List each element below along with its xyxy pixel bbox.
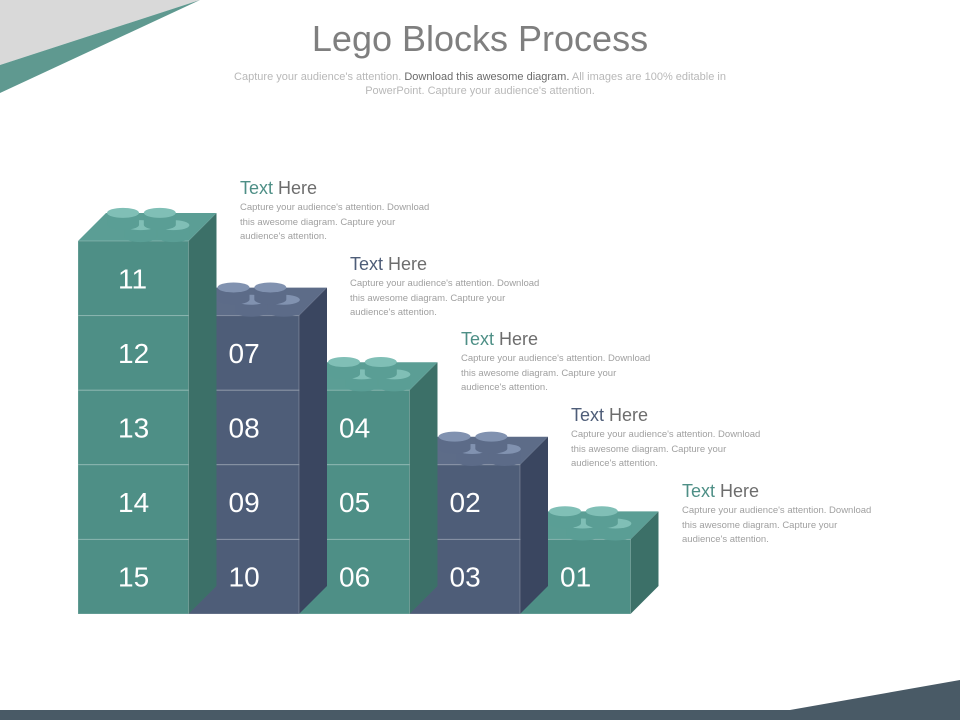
text-note-1: Text Here Capture your audience's attent… xyxy=(240,177,440,245)
subtitle-strong: Download this awesome diagram. xyxy=(404,71,570,83)
stud-top xyxy=(254,282,287,293)
block-number: 05 xyxy=(339,487,370,518)
note-heading: Text Here xyxy=(682,481,760,501)
block xyxy=(77,464,189,540)
corner-decoration xyxy=(0,0,200,93)
stud-top xyxy=(217,282,250,293)
column-side xyxy=(299,287,327,614)
block-number: 03 xyxy=(450,562,481,593)
block-number: 02 xyxy=(450,487,481,518)
stud-top xyxy=(364,357,397,368)
note-heading: Text Here xyxy=(240,178,318,198)
stud-top xyxy=(143,207,176,218)
subtitle-end: All images are 100% editable in PowerPoi… xyxy=(365,71,726,97)
stud-top xyxy=(107,207,140,218)
block-number: 04 xyxy=(339,413,370,444)
note-heading: Text Here xyxy=(461,329,539,349)
block xyxy=(77,240,189,317)
note-heading: Text Here xyxy=(350,254,428,274)
note-body: Capture your audience's attention. Downl… xyxy=(240,202,430,242)
page-title: Lego Blocks Process xyxy=(311,18,649,59)
note-body: Capture your audience's attention. Downl… xyxy=(682,505,872,545)
stud-top xyxy=(475,431,508,442)
block-number: 01 xyxy=(560,562,591,593)
text-note-4: Text Here Capture your audience's attent… xyxy=(571,404,771,472)
block-number: 09 xyxy=(229,487,260,518)
block xyxy=(77,538,189,615)
block-number: 15 xyxy=(118,562,149,593)
block-number: 12 xyxy=(118,338,149,369)
footer-decoration xyxy=(0,680,960,720)
column-side xyxy=(520,436,548,614)
column-side xyxy=(630,511,659,614)
block-number: 13 xyxy=(118,413,149,444)
block-number: 14 xyxy=(118,487,149,518)
note-body: Capture your audience's attention. Downl… xyxy=(461,353,651,393)
note-body: Capture your audience's attention. Downl… xyxy=(571,429,761,469)
block-number: 08 xyxy=(229,413,260,444)
block-number: 11 xyxy=(118,263,147,294)
stud-top xyxy=(585,506,618,517)
subtitle-start: Capture your audience's attention. xyxy=(234,71,405,83)
stud-top xyxy=(438,431,471,442)
text-note-2: Text Here Capture your audience's attent… xyxy=(350,253,550,321)
column-side xyxy=(409,362,438,614)
block xyxy=(77,315,189,391)
stud-top xyxy=(328,357,361,368)
note-heading: Text Here xyxy=(571,405,649,425)
text-note-5: Text Here Capture your audience's attent… xyxy=(682,480,882,548)
text-note-3: Text Here Capture your audience's attent… xyxy=(461,328,661,396)
block-number: 10 xyxy=(229,562,260,593)
page-subtitle: Capture your audience's attention. Downl… xyxy=(210,70,750,98)
stud-top xyxy=(549,506,582,517)
note-body: Capture your audience's attention. Downl… xyxy=(350,278,540,318)
block-number: 06 xyxy=(339,562,370,593)
column-side xyxy=(188,213,217,614)
block-number: 07 xyxy=(229,338,260,369)
